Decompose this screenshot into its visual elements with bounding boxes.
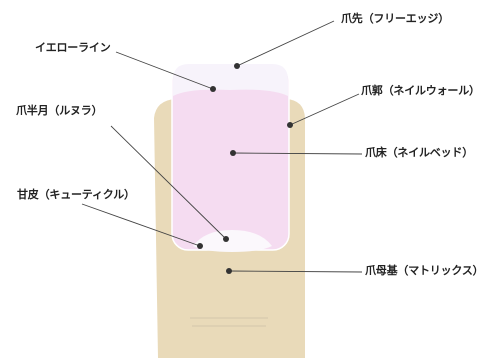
leader-line-free-edge — [236, 20, 335, 67]
label-cuticle: 甘皮（キューティクル） — [17, 188, 135, 201]
marker-dot-nail-bed — [230, 150, 236, 156]
marker-dot-nail-wall — [287, 122, 293, 128]
marker-dot-free-edge — [234, 63, 240, 69]
leader-line-cuticle — [81, 203, 201, 247]
leader-line-nail-bed — [232, 152, 363, 155]
marker-dot-cuticle — [197, 243, 203, 249]
leader-line-nail-wall — [289, 93, 360, 126]
label-nail-bed: 爪床（ネイルベッド） — [365, 146, 473, 159]
free-edge-area — [173, 64, 288, 96]
marker-dot-yellow-line — [210, 86, 216, 92]
nail-plate — [171, 63, 290, 251]
leader-line-matrix — [228, 270, 363, 273]
leader-line-lunula — [110, 125, 227, 240]
label-matrix: 爪母基（マトリックス） — [365, 264, 484, 277]
label-nail-wall: 爪郭（ネイルウォール） — [361, 84, 480, 97]
marker-dot-lunula — [223, 236, 229, 242]
marker-dot-matrix — [226, 268, 232, 274]
lunula-area — [193, 230, 272, 252]
label-lunula: 爪半月（ルヌラ） — [16, 104, 103, 117]
label-yellow-line: イエローライン — [35, 41, 111, 54]
leader-line-yellow-line — [115, 51, 214, 90]
label-free-edge: 爪先（フリーエッジ） — [341, 12, 449, 25]
